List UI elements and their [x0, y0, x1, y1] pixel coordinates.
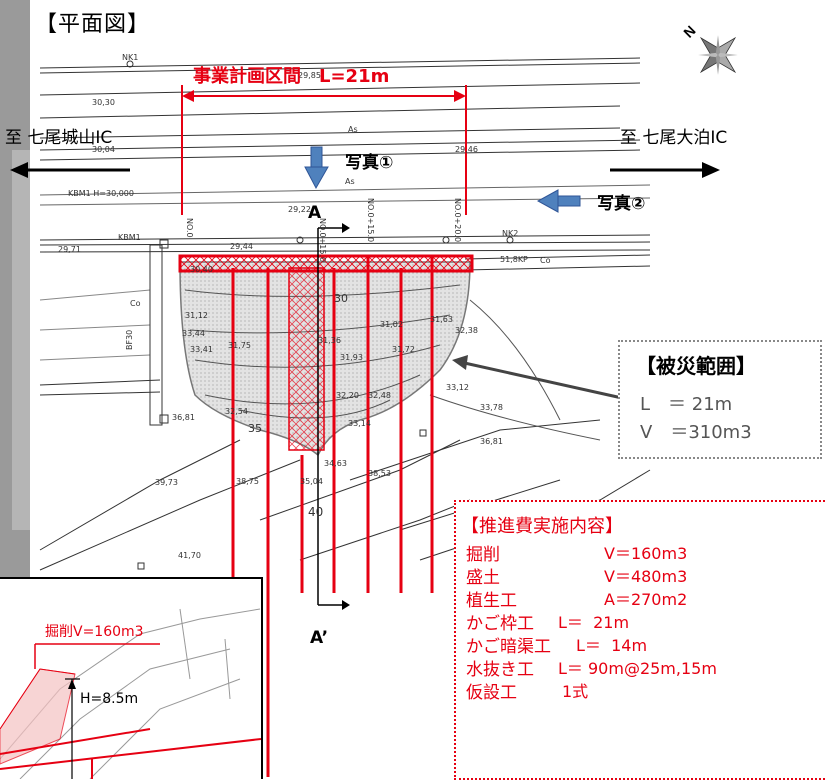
num-label: 31,63 [430, 315, 453, 324]
kbm1-label: KBM1 H=30,000 [68, 189, 134, 198]
num-label: 32,48 [368, 391, 391, 400]
num-label: 29,22 [288, 205, 311, 214]
num-label: 33,44 [182, 329, 205, 338]
num-label: 31,12 [185, 311, 208, 320]
num-label: 41,70 [178, 551, 201, 560]
num-label: 29,46 [455, 145, 478, 154]
photo1-label: 写真① [345, 153, 394, 173]
photo1-arrow [304, 146, 329, 190]
hatched-road-strip [178, 254, 474, 273]
station-label: NO.0+20.0 [453, 198, 462, 242]
num-label: 38,75 [236, 477, 259, 486]
station-label: NO.0+15.0 [318, 218, 327, 262]
as1-label: As [348, 125, 358, 134]
inset-height-label: H=8.5m [80, 691, 139, 707]
bracket-arrow-right [454, 90, 466, 102]
num-label: 29,71 [58, 245, 81, 254]
num-label: 31,93 [340, 353, 363, 362]
co1-label: Co [540, 256, 551, 265]
num-label: 39,73 [155, 478, 178, 487]
section-mark-a: A [308, 203, 322, 223]
damage-scope-box: 【被災範囲】 L ＝ 21m V ＝310m3 [618, 340, 822, 459]
bracket-arrow-left [182, 90, 194, 102]
nk1-label: NK1 [122, 53, 138, 62]
num-label: 30,04 [92, 145, 115, 154]
kbm1b-label: KBM1 [118, 233, 141, 242]
num-label: 32,54 [225, 407, 248, 416]
damage-area [179, 261, 471, 457]
direction-arrow-right [610, 162, 720, 178]
retaining-wall [149, 239, 169, 426]
markers [126, 60, 514, 570]
num-label: 32,38 [455, 326, 478, 335]
num-label: 33,78 [480, 403, 503, 412]
as2-label: As [345, 177, 355, 186]
section-arrow-bottom [342, 600, 350, 610]
inset-excavation-label: 掘削V=160m3 [45, 624, 144, 640]
section-bracket [181, 85, 467, 215]
direction-left: 至 七尾城山IC [5, 128, 113, 148]
contour-label: 40 [308, 505, 323, 519]
damage-volume: V ＝310m3 [640, 422, 752, 443]
section-label: 事業計画区間 L=21m [193, 66, 390, 87]
compass-icon [698, 35, 738, 75]
damage-pointer [452, 355, 623, 400]
num-label: 38,53 [368, 469, 391, 478]
num-label: 32,20 [336, 391, 359, 400]
section-mark-a-prime: A’ [310, 628, 329, 648]
bf-label: BF30 [125, 330, 134, 350]
num-label: 33,14 [348, 419, 371, 428]
num-label: 51,8KP [500, 255, 528, 264]
works-heading: 【推進費実施内容】 [461, 516, 623, 537]
num-label: 34,63 [324, 459, 347, 468]
num-label: 33,12 [446, 383, 469, 392]
num-label: 33,41 [190, 345, 213, 354]
photo-strip-light [12, 150, 30, 530]
num-label: 36,81 [480, 437, 503, 446]
cross-section-drawing [0, 608, 261, 779]
photo2-arrow [536, 189, 581, 213]
contour-label: 35 [248, 422, 262, 435]
photo2-label: 写真② [597, 194, 646, 214]
nk2-label: NK2 [502, 229, 518, 238]
red-verticals [231, 255, 434, 777]
direction-right: 至 七尾大泊IC [620, 128, 728, 148]
num-label: 31,02 [380, 320, 403, 329]
contour-label: 30 [334, 292, 348, 305]
section-line [317, 227, 345, 606]
page-title: 【平面図】 [35, 12, 151, 37]
num-label: 30,40 [190, 265, 213, 274]
station-label: NO.0+15.0 [366, 198, 375, 242]
num-label: 35,04 [300, 477, 323, 486]
direction-arrow-left [10, 162, 130, 178]
damage-length: L ＝ 21m [640, 394, 733, 415]
svg-text:N: N [680, 22, 698, 40]
section-arrow-top [342, 223, 350, 233]
num-label: 29,85 [298, 71, 321, 80]
cross-section-inset: 掘削V=160m3 H=8.5m [0, 577, 263, 779]
num-label: 30,30 [92, 98, 115, 107]
damage-heading: 【被災範囲】 [636, 354, 756, 378]
num-label: 31,36 [318, 336, 341, 345]
num-label: 31,75 [228, 341, 251, 350]
num-label: 29,44 [230, 242, 253, 251]
co2-label: Co [130, 299, 141, 308]
num-label: 31,72 [392, 345, 415, 354]
num-label: 36,81 [172, 413, 195, 422]
station-label: NO.0 [185, 218, 194, 238]
